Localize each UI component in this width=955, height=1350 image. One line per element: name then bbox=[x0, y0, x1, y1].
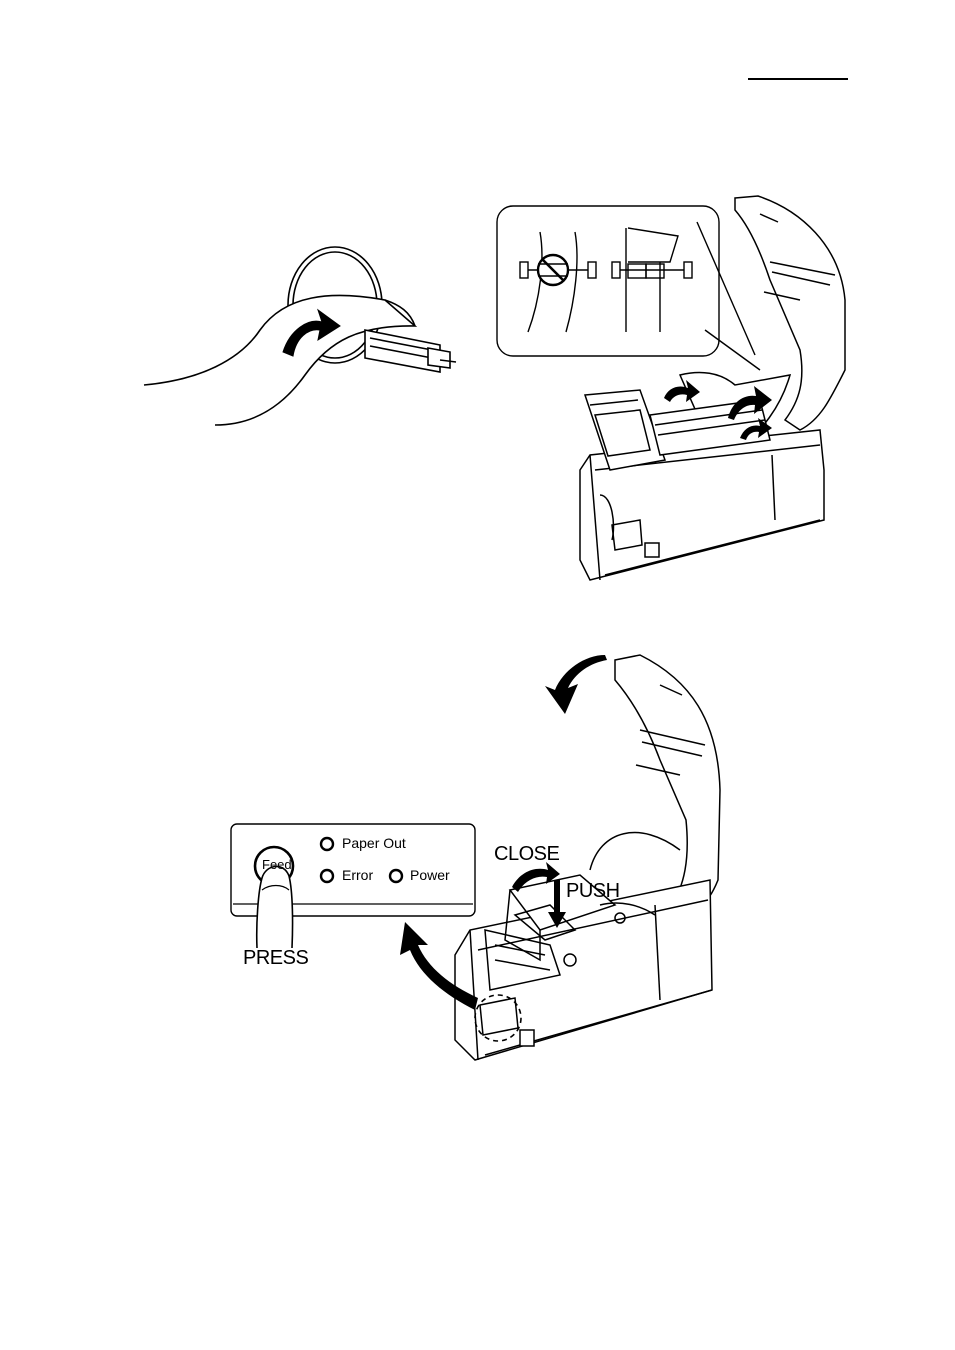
finger-icon bbox=[255, 865, 294, 949]
press-label: PRESS bbox=[243, 947, 309, 969]
paper-feed-arrow-lower-icon bbox=[740, 418, 772, 440]
paper-feed-arrow-left-icon bbox=[664, 380, 700, 402]
paper-roll-figure bbox=[143, 246, 457, 426]
feed-button-highlight bbox=[474, 994, 522, 1042]
paper-out-label: Paper Out bbox=[342, 835, 406, 851]
printer-open-figure bbox=[579, 195, 846, 581]
insert-paper-arrow-icon bbox=[282, 308, 341, 357]
paper-out-led-icon bbox=[319, 836, 335, 852]
paper-direction-inset bbox=[496, 205, 761, 371]
paper-feed-arrow-right-icon bbox=[728, 386, 772, 420]
header-rule bbox=[748, 78, 848, 80]
close-label: CLOSE bbox=[494, 843, 560, 865]
power-label: Power bbox=[410, 867, 450, 883]
error-label: Error bbox=[342, 867, 374, 883]
feed-button-label: Feed bbox=[262, 857, 292, 872]
error-led-icon bbox=[319, 868, 335, 884]
fingernail-line bbox=[261, 884, 290, 891]
push-label: PUSH bbox=[566, 880, 620, 902]
close-cover-arrow-icon bbox=[545, 655, 607, 714]
close-arrow-icon bbox=[512, 862, 560, 892]
power-led-icon bbox=[388, 868, 404, 884]
push-arrow-icon bbox=[548, 880, 566, 928]
printer-closing-figure bbox=[454, 654, 721, 1061]
panel-callout-arrow-icon bbox=[400, 922, 478, 1010]
